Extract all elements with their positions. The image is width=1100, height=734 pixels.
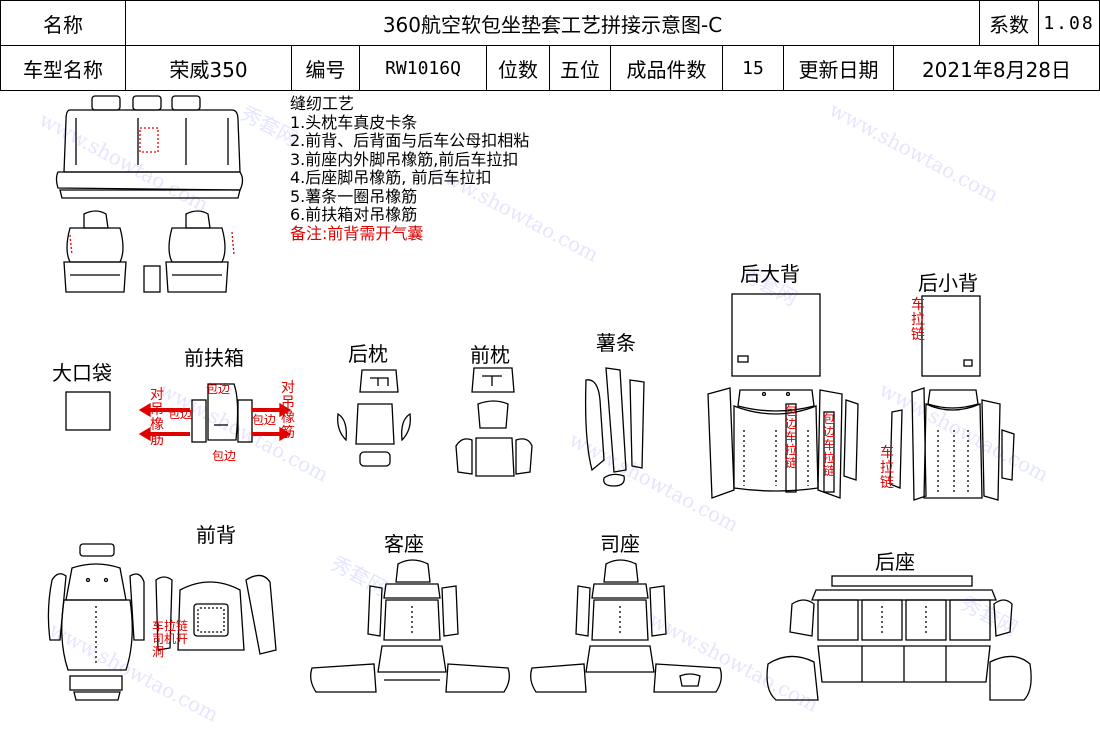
header-pieces-label: 成品件数 <box>610 45 723 91</box>
fries-strip-pieces <box>584 367 645 487</box>
armrest-edge-note-left: 包边 <box>168 407 193 421</box>
front-back-airbag-note: 车拉链司机开洞 <box>152 619 189 659</box>
section-title-rear-seat: 后座 <box>875 550 915 574</box>
section-title-front-headrest: 前枕 <box>470 343 510 367</box>
front-seats-overview <box>63 210 235 293</box>
header-pieces-value: 15 <box>722 45 784 91</box>
big-back-zipper-note-left: 包边车拉链 <box>785 404 798 470</box>
big-back-zipper-note-right: 包边车拉链 <box>823 412 836 478</box>
armrest-right-elastic-note: 对吊橡筋 <box>281 380 295 441</box>
front-armrest-pieces <box>138 383 292 443</box>
header-model-label: 车型名称 <box>0 45 126 91</box>
header-name-label: 名称 <box>0 0 126 46</box>
section-title-fries-strip: 薯条 <box>596 331 636 355</box>
section-title-rear-headrest: 后枕 <box>348 342 388 366</box>
small-back-zipper-note-side: 车拉链 <box>880 445 894 491</box>
rear-bench-overview <box>55 95 244 199</box>
rear-seat-pieces <box>766 575 1032 701</box>
section-title-passenger-seat: 客座 <box>384 532 424 556</box>
passenger-seat-pieces <box>310 559 510 693</box>
driver-seat-pieces <box>530 559 722 693</box>
header-seat-label: 位数 <box>486 45 550 91</box>
small-back-zipper-note-top: 车拉链 <box>911 297 925 343</box>
notes-item: 2.前背、后背面与后车公母扣相粘 <box>290 131 530 150</box>
header-coef-value: 1.08 <box>1038 0 1100 46</box>
front-headrest-pieces <box>455 367 533 477</box>
section-title-rear-small-back: 后小背 <box>918 271 978 295</box>
notes-item: 5.薯条一圈吊橡筋 <box>290 186 418 206</box>
header-coef-label: 系数 <box>979 0 1039 46</box>
section-title-big-pocket: 大口袋 <box>52 361 112 385</box>
notes-heading: 缝纫工艺 <box>290 94 355 113</box>
notes-item: 4.后座脚吊橡筋, 前后车拉扣 <box>290 168 492 187</box>
sewing-notes: 缝纫工艺 1.头枕车真皮卡条 2.前背、后背面与后车公母扣相粘 3.前座内外脚吊… <box>290 94 530 243</box>
notes-remark: 备注:前背需开气囊 <box>290 223 424 243</box>
notes-item: 6.前扶箱对吊橡筋 <box>290 205 418 224</box>
rear-big-back-pieces <box>707 293 859 499</box>
header-code-value: RW1016Q <box>359 45 487 91</box>
armrest-edge-note-right: 包边 <box>252 413 277 427</box>
notes-item: 1.头枕车真皮卡条 <box>290 112 418 132</box>
notes-item: 3.前座内外脚吊橡筋,前后车拉扣 <box>290 149 519 169</box>
front-back-pieces <box>47 543 277 701</box>
rear-headrest-pieces <box>337 369 411 467</box>
armrest-left-elastic-note: 对吊橡筋 <box>150 387 164 448</box>
section-title-front-back: 前背 <box>196 523 236 547</box>
big-pocket-piece <box>65 391 111 431</box>
rear-small-back-pieces <box>889 295 1015 501</box>
section-title-rear-big-back: 后大背 <box>740 262 800 286</box>
section-title-driver-seat: 司座 <box>600 532 640 556</box>
header-code-label: 编号 <box>291 45 360 91</box>
section-title-front-armrest: 前扶箱 <box>184 346 244 370</box>
header-seat-value: 五位 <box>549 45 611 91</box>
armrest-edge-note-bottom: 包边 <box>212 449 237 463</box>
armrest-edge-note-top: 包边 <box>206 382 231 396</box>
